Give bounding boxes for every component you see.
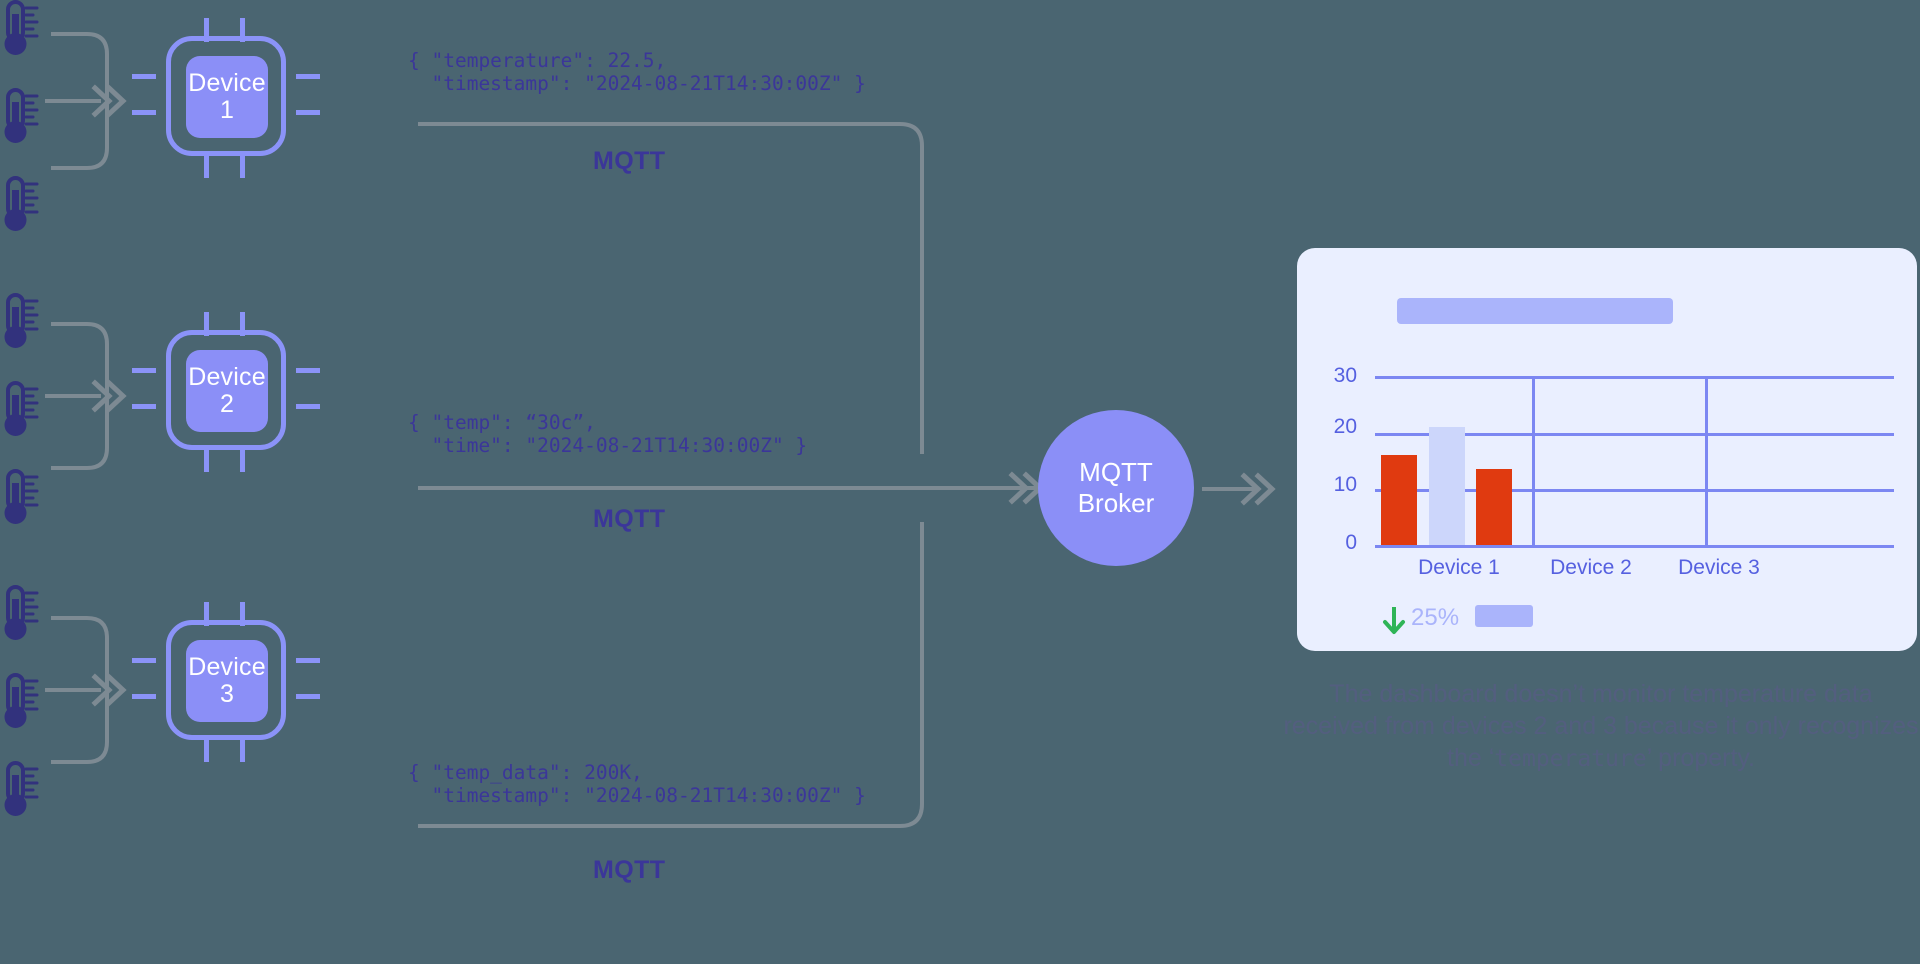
chip-pin-bottom-right bbox=[240, 154, 245, 178]
chip-pin-left-bottom bbox=[132, 110, 156, 115]
dashboard-card[interactable]: 30 20 10 0 Device 1 Device 2 Device 3 bbox=[1297, 248, 1917, 651]
mqtt-broker-node[interactable]: MQTT Broker bbox=[1038, 410, 1194, 566]
mqtt-label-2: MQTT bbox=[593, 505, 666, 533]
broker-label-line2: Broker bbox=[1077, 488, 1155, 518]
payload-device-3: { "temp_data": 200K, "timestamp": "2024-… bbox=[408, 761, 866, 807]
dashboard-title-placeholder bbox=[1397, 298, 1673, 324]
device-label-line1: Device bbox=[188, 69, 266, 97]
payload-device-1: { "temperature": 22.5, "timestamp": "202… bbox=[408, 49, 866, 95]
delta-chip-placeholder bbox=[1475, 605, 1533, 627]
chip-pin-left-bottom bbox=[132, 694, 156, 699]
device-chip-1[interactable]: Device 1 bbox=[132, 18, 320, 178]
chip-pin-right-bottom bbox=[296, 694, 320, 699]
y-tick-10: 10 bbox=[1333, 473, 1357, 496]
chip-pin-right-top bbox=[296, 658, 320, 663]
axis-baseline bbox=[1375, 545, 1894, 548]
chip-pin-top-left bbox=[204, 18, 209, 42]
chip-core-2: Device 2 bbox=[186, 350, 268, 432]
chip-outline bbox=[166, 36, 286, 156]
mqtt-transport-lines bbox=[418, 122, 1044, 828]
delta-arrow-down-icon bbox=[1383, 607, 1405, 634]
chip-pin-right-bottom bbox=[296, 110, 320, 115]
chip-outline bbox=[166, 330, 286, 450]
broker-to-dashboard-arrow bbox=[1202, 472, 1276, 506]
chip-pin-right-top bbox=[296, 74, 320, 79]
caption-part-1: The dashboard doesn’t monitor temperatur… bbox=[1283, 680, 1919, 772]
device-label-line1: Device bbox=[188, 653, 266, 681]
device-label-line1: Device bbox=[188, 363, 266, 391]
chip-pin-bottom-right bbox=[240, 448, 245, 472]
chip-outline bbox=[166, 620, 286, 740]
chip-pin-bottom-left bbox=[204, 154, 209, 178]
chip-core-3: Device 3 bbox=[186, 640, 268, 722]
chip-pin-bottom-left bbox=[204, 448, 209, 472]
chip-pin-right-bottom bbox=[296, 404, 320, 409]
device-label-line2: 1 bbox=[219, 96, 235, 124]
category-separator-2 bbox=[1705, 376, 1708, 548]
chip-pin-left-top bbox=[132, 368, 156, 373]
chip-core-1: Device 1 bbox=[186, 56, 268, 138]
payload-device-2: { "temp": “30c”, "time": "2024-08-21T14:… bbox=[408, 411, 808, 457]
caption-part-2: ’ property. bbox=[1646, 744, 1755, 772]
chip-pin-bottom-right bbox=[240, 738, 245, 762]
device-label-line2: 2 bbox=[219, 390, 235, 418]
bar-device1-series1[interactable] bbox=[1381, 455, 1417, 545]
caption-code-token: temperature bbox=[1494, 746, 1647, 772]
device-label-line2: 3 bbox=[219, 680, 235, 708]
y-tick-0: 0 bbox=[1345, 531, 1357, 554]
chip-pin-right-top bbox=[296, 368, 320, 373]
gridline-10 bbox=[1375, 489, 1894, 492]
chip-pin-top-left bbox=[204, 312, 209, 336]
sensor-bundle-connectors bbox=[45, 32, 127, 764]
y-tick-20: 20 bbox=[1333, 415, 1357, 438]
chip-pin-left-bottom bbox=[132, 404, 156, 409]
chip-pin-top-right bbox=[240, 18, 245, 42]
delta-percentage: 25% bbox=[1411, 604, 1460, 631]
mqtt-label-3: MQTT bbox=[593, 856, 666, 884]
broker-label-line1: MQTT bbox=[1079, 457, 1153, 488]
y-tick-30: 30 bbox=[1333, 364, 1357, 387]
chip-pin-bottom-left bbox=[204, 738, 209, 762]
device-chip-3[interactable]: Device 3 bbox=[132, 602, 320, 762]
category-label-device-2: Device 2 bbox=[1550, 556, 1632, 579]
chip-pin-left-top bbox=[132, 74, 156, 79]
device-chip-2[interactable]: Device 2 bbox=[132, 312, 320, 472]
chip-pin-left-top bbox=[132, 658, 156, 663]
category-label-device-1: Device 1 bbox=[1418, 556, 1500, 579]
chip-pin-top-right bbox=[240, 312, 245, 336]
bar-device1-series3[interactable] bbox=[1476, 469, 1512, 545]
category-label-device-3: Device 3 bbox=[1678, 556, 1760, 579]
category-separator-1 bbox=[1532, 376, 1535, 548]
gridline-30 bbox=[1375, 376, 1894, 379]
bar-device1-series2[interactable] bbox=[1429, 427, 1465, 545]
chip-pin-top-right bbox=[240, 602, 245, 626]
gridline-20 bbox=[1375, 433, 1894, 436]
chart-plot-area bbox=[1375, 368, 1894, 548]
dashboard-caption: The dashboard doesn’t monitor temperatur… bbox=[1283, 678, 1919, 774]
mqtt-label-1: MQTT bbox=[593, 147, 666, 175]
chip-pin-top-left bbox=[204, 602, 209, 626]
